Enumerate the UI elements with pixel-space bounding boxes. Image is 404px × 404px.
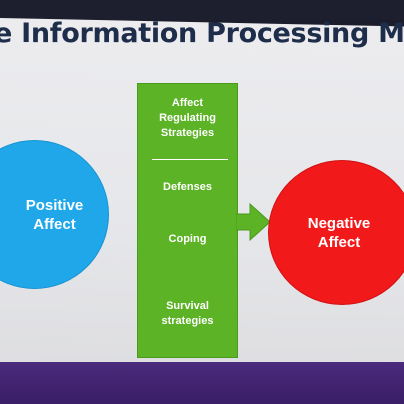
- negative-affect-circle: Negative Affect: [268, 160, 404, 305]
- arrow-right-icon: [236, 202, 271, 242]
- negative-affect-label: Negative Affect: [307, 214, 371, 251]
- box-item-survival-strategies: Survival strategies: [161, 300, 214, 327]
- box-header-label: Affect Regulating Strategies: [159, 97, 216, 139]
- affect-regulating-strategies-box: Affect Regulating Strategies Defenses Co…: [137, 83, 238, 358]
- box-item-coping: Coping: [168, 233, 207, 245]
- slide-title: e Information Processing Model: [0, 18, 404, 49]
- bottom-band: [0, 362, 404, 404]
- box-divider: [152, 159, 228, 160]
- box-item-defenses: Defenses: [163, 181, 212, 193]
- positive-affect-circle: Positive Affect: [0, 140, 109, 289]
- positive-affect-label: Positive Affect: [25, 196, 84, 233]
- screen-top-edge: [0, 0, 404, 20]
